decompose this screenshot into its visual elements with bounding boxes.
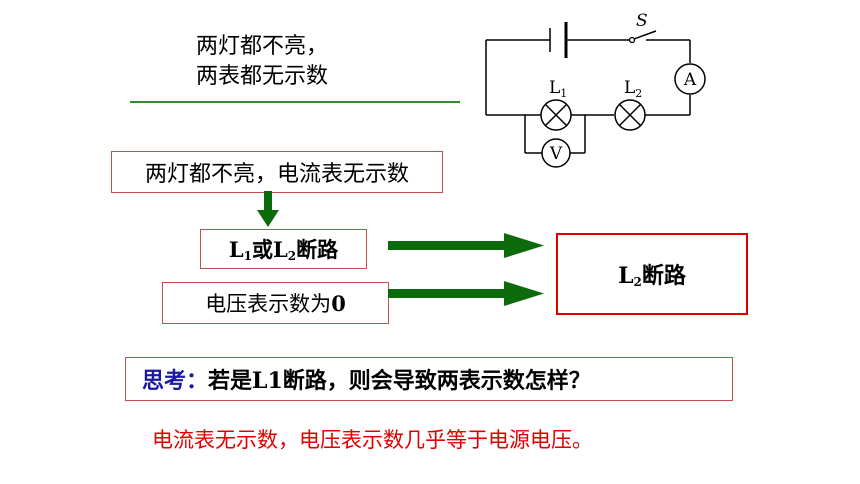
question-text: 若是L1断路，则会导致两表示数怎样？ (208, 368, 591, 394)
right-arrow-icon (388, 233, 544, 258)
divider-line (130, 101, 460, 103)
observation-text: 两灯都不亮，电流表无示数 (144, 162, 409, 187)
circuit-diagram: S A L1 L2 V (485, 11, 706, 168)
lamp-2-label: L2 (624, 78, 642, 100)
problem-line-1: 两灯都不亮， (196, 34, 329, 59)
inference-box: L1或L2断路 (200, 229, 367, 269)
inference-text: L1或L2断路 (228, 237, 339, 263)
conclusion-text: L2断路 (618, 263, 686, 289)
voltmeter-label: V (549, 144, 563, 164)
switch-label: S (636, 11, 648, 31)
lamp-1-label: L1 (549, 78, 567, 100)
question-box: 思考：若是L1断路，则会导致两表示数怎样？ (125, 357, 733, 401)
battery-symbol (549, 22, 568, 58)
problem-line-2: 两表都无示数 (196, 64, 329, 89)
voltmeter-icon: V (541, 138, 571, 168)
ammeter-label: A (683, 70, 697, 90)
problem-statement: 两灯都不亮， 两表都无示数 (196, 32, 328, 92)
conclusion-box: L2断路 (556, 233, 748, 315)
answer-text: 电流表无示数，电压表示数几乎等于电源电压。 (152, 428, 593, 452)
circuit-wires (485, 39, 691, 154)
question-label: 思考： (142, 368, 209, 394)
lamp-2-icon (614, 99, 646, 131)
switch-symbol (628, 30, 657, 44)
voltmeter-reading-box: 电压表示数为0 (162, 282, 389, 324)
right-arrow-icon (388, 281, 544, 306)
right-arrows (388, 233, 544, 306)
down-arrow-icon (257, 191, 279, 227)
observation-box: 两灯都不亮，电流表无示数 (111, 151, 443, 193)
ammeter-icon: A (674, 63, 706, 95)
voltmeter-reading-text: 电压表示数为0 (205, 291, 346, 316)
lamp-1-icon (540, 99, 572, 131)
